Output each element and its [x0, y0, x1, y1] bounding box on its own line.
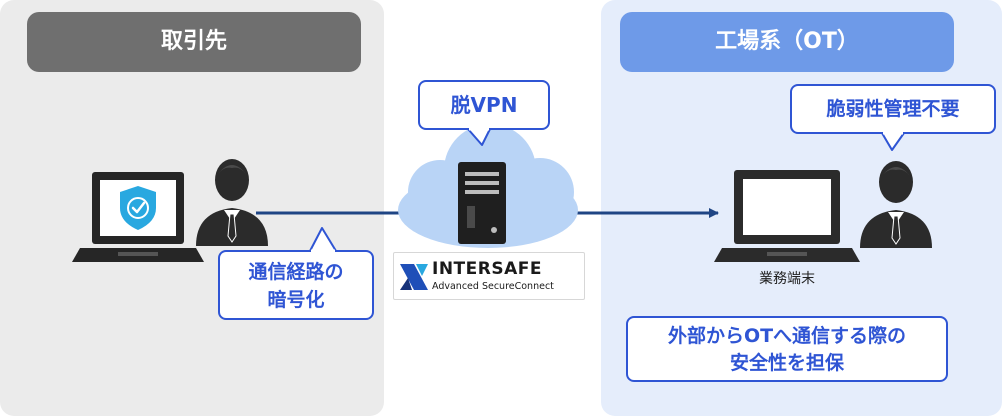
intersafe-logo-name: INTERSAFE	[432, 259, 542, 279]
encryption-label-line2: 暗号化	[267, 289, 325, 311]
encryption-callout: 通信経路の 暗号化	[218, 250, 374, 320]
intersafe-logo-subtitle: Advanced SecureConnect	[432, 281, 554, 292]
partner-person-icon	[196, 159, 268, 246]
ot-safety-label-line2: 安全性を担保	[729, 352, 844, 374]
security-shield-icon	[120, 186, 156, 230]
server-icon	[458, 162, 506, 244]
business-terminal-label: 業務端末	[759, 271, 815, 287]
intersafe-logo: INTERSAFE Advanced SecureConnect	[393, 252, 585, 300]
business-terminal-icon	[714, 170, 860, 262]
partner-zone-title: 取引先	[27, 12, 361, 72]
no-vulnerability-management-label: 脆弱性管理不要	[826, 98, 960, 120]
ot-safety-label-line1: 外部からOTへ通信する際の	[667, 325, 907, 347]
factory-ot-zone-title: 工場系（OT）	[620, 12, 954, 72]
ot-safety-callout: 外部からOTへ通信する際の 安全性を担保	[626, 316, 948, 382]
no-vpn-label: 脱VPN	[450, 93, 518, 117]
factory-person-icon	[860, 161, 932, 248]
encryption-label-line1: 通信経路の	[248, 261, 344, 283]
intersafe-logo-mark-icon	[400, 264, 428, 290]
no-vpn-callout: 脱VPN	[418, 80, 550, 130]
